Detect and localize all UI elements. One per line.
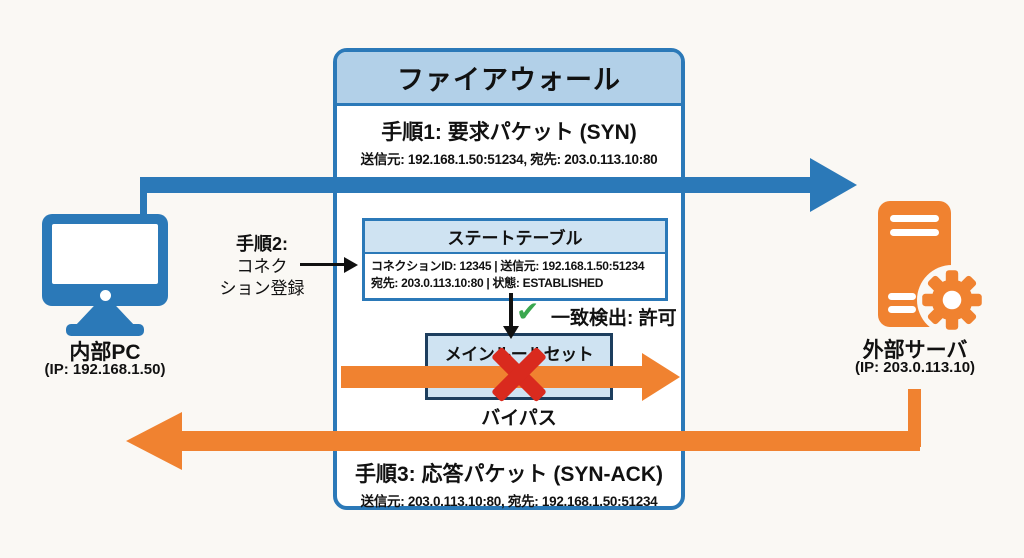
syn-ack-arrow <box>180 431 920 451</box>
internal-pc-ip: (IP: 192.168.1.50) <box>44 361 166 378</box>
monitor-screen <box>52 224 158 284</box>
state-table-row: コネクションID: 12345 | 送信元: 192.168.1.50:5123… <box>371 259 645 273</box>
step3-detail: 送信元: 203.0.113.10:80, 宛先: 192.168.1.50:5… <box>360 494 658 509</box>
bypass-arrow <box>341 366 644 388</box>
register-arrowhead-icon <box>344 257 358 273</box>
deny-x-icon <box>489 345 549 405</box>
server-slot <box>888 293 916 300</box>
bypass-arrowhead-icon <box>642 353 680 401</box>
step3-title: 手順3: 応答パケット (SYN-ACK) <box>355 463 663 486</box>
match-allow-label: 一致検出: 許可 <box>551 308 677 329</box>
monitor-stand <box>75 305 135 326</box>
step1-title: 手順1: 要求パケット (SYN) <box>381 121 637 144</box>
syn-arrowhead-icon <box>810 158 857 212</box>
syn-arrow <box>140 177 812 193</box>
syn-ack-arrowhead-icon <box>126 412 182 470</box>
lookup-arrow <box>509 293 513 327</box>
firewall-title: ファイアウォール <box>397 65 621 95</box>
step2-title: 手順2: <box>235 234 288 254</box>
step3-block: 手順3: 応答パケット (SYN-ACK) 送信元: 203.0.113.10:… <box>333 458 685 510</box>
server-slot <box>890 229 939 236</box>
step2-line2: コネク <box>236 257 288 277</box>
state-table-title: ステートテーブル <box>365 221 665 254</box>
bypass-label: バイパス <box>481 408 557 429</box>
main-ruleset-title: メインルールセット <box>444 345 594 364</box>
state-table: ステートテーブル コネクションID: 12345 | 送信元: 192.168.… <box>362 218 668 301</box>
internal-pc-label: 内部PC <box>69 341 141 364</box>
server-slot <box>890 215 939 222</box>
register-arrow <box>300 263 344 266</box>
step1-block: 手順1: 要求パケット (SYN) 送信元: 192.168.1.50:5123… <box>333 116 685 168</box>
monitor-dot <box>99 290 111 301</box>
pc-connector-line <box>140 185 147 218</box>
lookup-arrowhead-icon <box>503 326 519 339</box>
monitor-base <box>66 324 144 336</box>
step2-block: 手順2: コネク ション登録 <box>200 233 324 301</box>
state-table-row: 宛先: 203.0.113.10:80 | 状態: ESTABLISHED <box>371 276 604 291</box>
server-slot <box>888 306 916 313</box>
external-server-ip: (IP: 203.0.113.10) <box>854 359 976 376</box>
step2-line3: ション登録 <box>219 279 305 299</box>
check-icon: ✔ <box>516 296 540 327</box>
external-server-label: 外部サーバ <box>862 339 968 362</box>
state-table-body: コネクションID: 12345 | 送信元: 192.168.1.50:5123… <box>365 254 665 298</box>
gear-icon <box>922 270 982 330</box>
step1-detail: 送信元: 192.168.1.50:51234, 宛先: 203.0.113.1… <box>360 152 658 167</box>
monitor-icon <box>42 214 168 306</box>
firewall-header: ファイアウォール <box>337 52 681 106</box>
